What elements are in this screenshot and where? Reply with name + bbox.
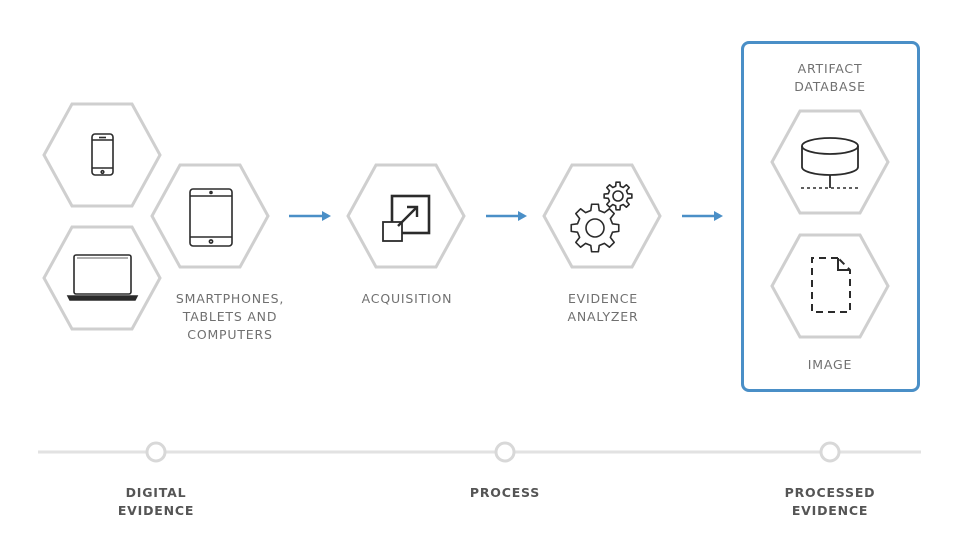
hex-acquisition [346,163,466,269]
database-icon [801,137,859,189]
laptop-icon [66,254,139,301]
gears-icon [570,181,633,253]
arrow-2-head [518,211,527,221]
timeline-label-digital-evidence: DIGITAL EVIDENCE [117,485,195,518]
file-image-icon [811,257,851,313]
hex-image [770,233,890,339]
acquisition-icon [382,194,431,242]
hex-laptop [42,225,162,331]
timeline-label-processed-evidence: PROCESSED EVIDENCE [784,485,876,518]
artifact-panel [741,41,920,392]
arrows [289,211,723,221]
timeline-node-process [494,441,516,463]
image-label: IMAGE [807,357,853,372]
arrow-3-head [714,211,723,221]
arrow-1-head [322,211,331,221]
timeline-node-processed-evidence [819,441,841,463]
smartphone-icon [91,133,114,176]
analyzer-label: EVIDENCE ANALYZER [567,291,639,324]
tablet-icon [189,188,233,247]
timeline-node-digital-evidence [145,441,167,463]
acquisition-label: ACQUISITION [361,291,453,306]
hex-smartphone [42,102,162,208]
artifact-database-label: ARTIFACT DATABASE [794,61,866,94]
timeline-label-process: PROCESS [469,485,541,500]
hex-tablet [150,163,270,269]
hex-database [770,109,890,215]
hex-analyzer [542,163,662,269]
devices-label: SMARTPHONES, TABLETS AND COMPUTERS [175,291,285,342]
